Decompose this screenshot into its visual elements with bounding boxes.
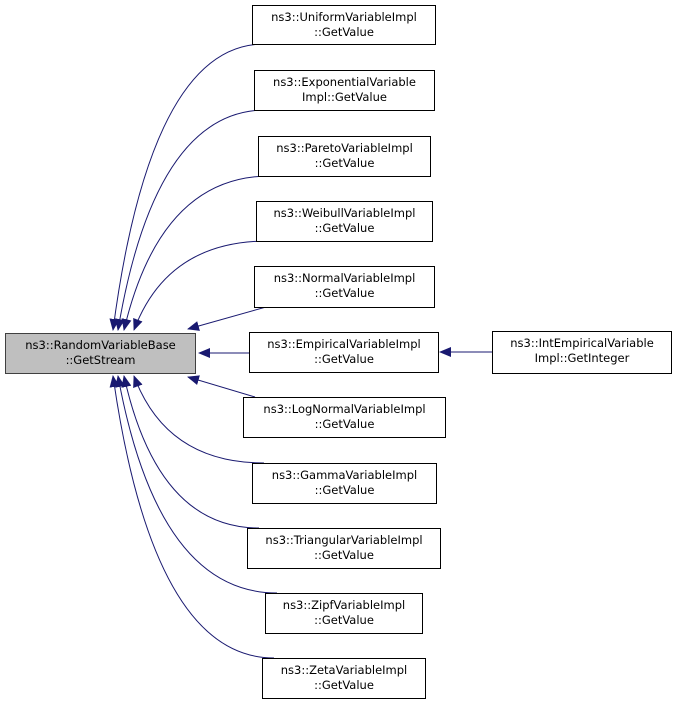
node-box[interactable] <box>254 70 435 111</box>
node-label-line2: ::GetValue <box>314 678 374 692</box>
node-box[interactable] <box>5 333 196 374</box>
node-box[interactable] <box>258 136 431 177</box>
node-label-line2: ::GetValue <box>314 352 374 366</box>
node-label-line1: ns3::GammaVariableImpl <box>272 468 417 482</box>
node-box[interactable] <box>247 528 441 569</box>
call-edge <box>187 375 256 398</box>
call-edge <box>187 306 267 331</box>
call-edge <box>114 109 267 331</box>
node-label-line2: Impl::GetInteger <box>535 351 630 365</box>
node-label-line1: ns3::WeibullVariableImpl <box>274 206 416 220</box>
node-label-line1: ns3::ParetoVariableImpl <box>276 141 413 155</box>
function-node[interactable]: ns3::ZetaVariableImpl::GetValue <box>262 658 426 699</box>
call-edge <box>133 240 269 331</box>
function-node[interactable]: ns3::LogNormalVariableImpl::GetValue <box>243 397 446 438</box>
node-label-line2: ::GetValue <box>314 548 374 562</box>
function-node[interactable]: ns3::NormalVariableImpl::GetValue <box>254 266 435 308</box>
node-label-line1: ns3::IntEmpiricalVariable <box>510 336 654 350</box>
node-label-line2: ::GetValue <box>315 221 375 235</box>
node-label-line2: Impl::GetValue <box>302 90 387 104</box>
node-label-line2: ::GetValue <box>315 286 375 300</box>
node-label-line1: ns3::EmpiricalVariableImpl <box>267 337 420 351</box>
call-edge <box>121 375 260 529</box>
node-box[interactable] <box>492 331 672 374</box>
node-label-line1: ns3::ZetaVariableImpl <box>281 663 408 677</box>
center-node[interactable]: ns3::RandomVariableBase::GetStream <box>5 333 196 374</box>
node-label-line2: ::GetValue <box>314 613 374 627</box>
node-label-line2: ::GetValue <box>314 25 374 39</box>
node-label-line1: ns3::UniformVariableImpl <box>271 10 417 24</box>
node-label-line1: ns3::ExponentialVariable <box>273 75 416 89</box>
function-node[interactable]: ns3::GammaVariableImpl::GetValue <box>252 463 437 504</box>
node-label-line1: ns3::ZipfVariableImpl <box>283 598 405 612</box>
call-edge <box>109 43 265 331</box>
function-node[interactable]: ns3::ZipfVariableImpl::GetValue <box>265 593 423 634</box>
function-node[interactable]: ns3::ParetoVariableImpl::GetValue <box>258 136 431 177</box>
node-label-line1: ns3::LogNormalVariableImpl <box>263 402 425 416</box>
call-edge <box>133 375 265 464</box>
node-box[interactable] <box>265 593 423 634</box>
edges-layer <box>109 43 492 659</box>
call-edge <box>115 375 278 594</box>
node-box[interactable] <box>262 658 426 699</box>
node-box[interactable] <box>252 5 436 45</box>
node-box[interactable] <box>243 397 446 438</box>
call-edge <box>109 375 275 659</box>
node-box[interactable] <box>256 201 433 242</box>
node-label-line1: ns3::NormalVariableImpl <box>274 271 416 285</box>
function-node[interactable]: ns3::UniformVariableImpl::GetValue <box>252 5 436 45</box>
function-node[interactable]: ns3::TriangularVariableImpl::GetValue <box>247 528 441 569</box>
node-box[interactable] <box>252 463 437 504</box>
nodes-layer: ns3::RandomVariableBase::GetStream ns3::U… <box>5 5 672 699</box>
node-label-line2: ::GetValue <box>315 483 375 497</box>
node-label-line2: ::GetValue <box>315 417 375 431</box>
function-node[interactable]: ns3::EmpiricalVariableImpl::GetValue <box>249 332 439 373</box>
node-label-line2: ::GetValue <box>315 156 375 170</box>
node-box[interactable] <box>254 266 435 308</box>
call-edge <box>121 175 271 331</box>
node-label-line1: ns3::RandomVariableBase <box>25 338 176 352</box>
node-box[interactable] <box>249 332 439 373</box>
node-label-line1: ns3::TriangularVariableImpl <box>265 533 422 547</box>
function-node[interactable]: ns3::IntEmpiricalVariableImpl::GetIntege… <box>492 331 672 374</box>
function-node[interactable]: ns3::WeibullVariableImpl::GetValue <box>256 201 433 242</box>
node-label-line2: ::GetStream <box>66 353 136 367</box>
